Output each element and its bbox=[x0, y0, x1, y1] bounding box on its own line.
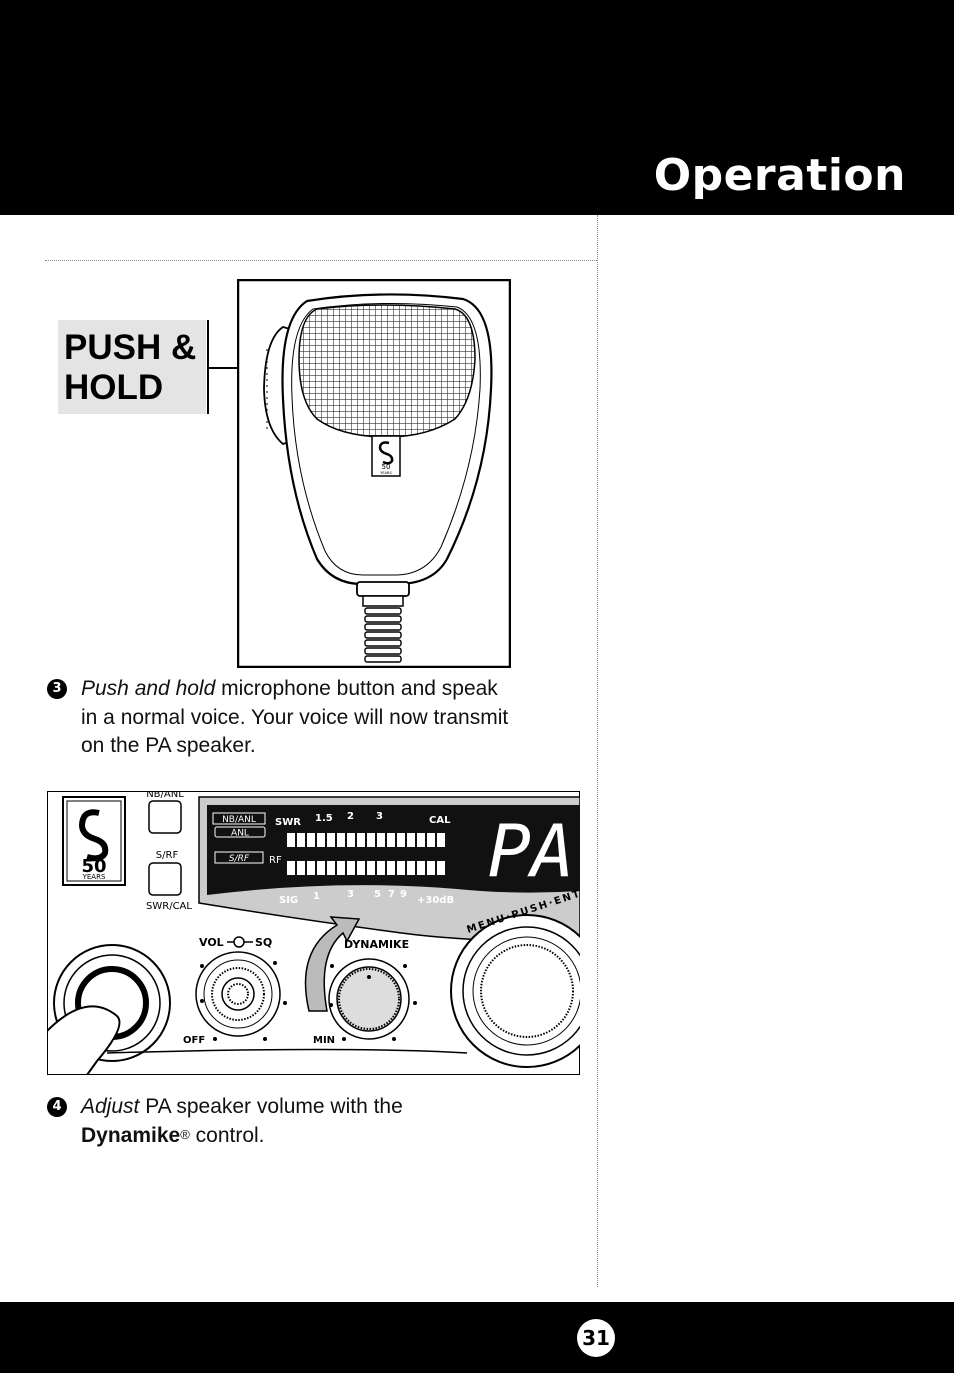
section-divider bbox=[45, 260, 597, 261]
page-footer bbox=[0, 1302, 954, 1373]
push-hold-line1: PUSH & bbox=[64, 328, 197, 367]
step-4-italic: Adjust bbox=[81, 1095, 140, 1118]
lcd-tick-bot-5: 9 bbox=[400, 889, 407, 900]
lcd-tick-top-3: 3 bbox=[376, 811, 383, 822]
nb-anl-button bbox=[148, 800, 182, 834]
vol-squelch-knob bbox=[195, 951, 281, 1037]
step-4-number: 4 bbox=[47, 1097, 67, 1117]
s-rf-button bbox=[148, 862, 182, 896]
lcd-display: PA bbox=[488, 809, 575, 893]
lcd-tick-bot-3: 5 bbox=[374, 889, 381, 900]
step-3-italic: Push and hold bbox=[81, 677, 216, 700]
mic-logo-number: 50 bbox=[382, 463, 391, 471]
lcd-tick-bot-1: 1 bbox=[313, 891, 320, 902]
push-hold-callout: PUSH & HOLD bbox=[58, 320, 206, 414]
page-number: 31 bbox=[577, 1319, 615, 1357]
column-divider bbox=[597, 215, 598, 1287]
lcd-tick-bot-4: 7 bbox=[388, 889, 395, 900]
knob2-label: DYNAMIKE bbox=[344, 938, 409, 951]
push-hold-line2: HOLD bbox=[64, 368, 164, 407]
mic-logo-box bbox=[371, 435, 401, 477]
knob1-off: OFF bbox=[183, 1035, 205, 1046]
step-4-line1: PA speaker volume with the bbox=[139, 1095, 403, 1118]
lcd-tick-top-2: 2 bbox=[347, 811, 354, 822]
knob1-label2: SQ bbox=[255, 936, 272, 949]
btn-bottom-label: SWR/CAL bbox=[146, 901, 192, 912]
lcd-rf: RF bbox=[269, 855, 282, 866]
step-4-line2: control. bbox=[189, 1123, 265, 1147]
step-3-number: 3 bbox=[47, 679, 67, 699]
lcd-tick-bot-2: 3 bbox=[347, 889, 354, 900]
step-3-line3: on the PA speaker. bbox=[81, 734, 256, 757]
page-header: Operation bbox=[0, 0, 954, 215]
microphone-illustration: 50 YEARS bbox=[237, 279, 511, 668]
step-4-text: Adjust PA speaker volume with the Dynami… bbox=[81, 1093, 593, 1150]
btn-mid-label: S/RF bbox=[156, 850, 179, 861]
radio-panel-illustration: 50 YEARS NB/ANL S/RF SWR/CAL NB/ANL ANL … bbox=[47, 791, 580, 1075]
lcd-tick-bot-6: +30dB bbox=[417, 895, 454, 906]
mic-logo-word: YEARS bbox=[380, 471, 392, 475]
knob1-label: VOL bbox=[199, 936, 224, 949]
radio-logo-number: 50 bbox=[81, 856, 106, 877]
step-4-bold: Dynamike bbox=[81, 1123, 181, 1147]
registered-mark: ® bbox=[180, 1126, 190, 1142]
lcd-sig: SIG bbox=[279, 895, 298, 906]
step-3-line2: in a normal voice. Your voice will now t… bbox=[81, 705, 509, 729]
btn-top-label: NB/ANL bbox=[146, 791, 184, 800]
logo-snake bbox=[78, 809, 109, 862]
radio-logo-word: YEARS bbox=[82, 873, 106, 881]
lcd-tick-top-1: 1.5 bbox=[315, 813, 333, 824]
lcd-anl: ANL bbox=[231, 829, 249, 839]
step-3-text: Push and hold microphone button and spea… bbox=[81, 675, 593, 761]
lcd-nb-anl: NB/ANL bbox=[222, 815, 256, 825]
turn-arrow-icon bbox=[304, 916, 361, 1012]
page-title: Operation bbox=[653, 150, 906, 201]
step-3-line1: microphone button and speak bbox=[215, 677, 498, 700]
lcd-cal: CAL bbox=[429, 815, 451, 826]
knob2-min: MIN bbox=[313, 1035, 335, 1046]
lcd-s-rf: S/RF bbox=[229, 854, 250, 864]
lcd-swr: SWR bbox=[275, 817, 301, 828]
